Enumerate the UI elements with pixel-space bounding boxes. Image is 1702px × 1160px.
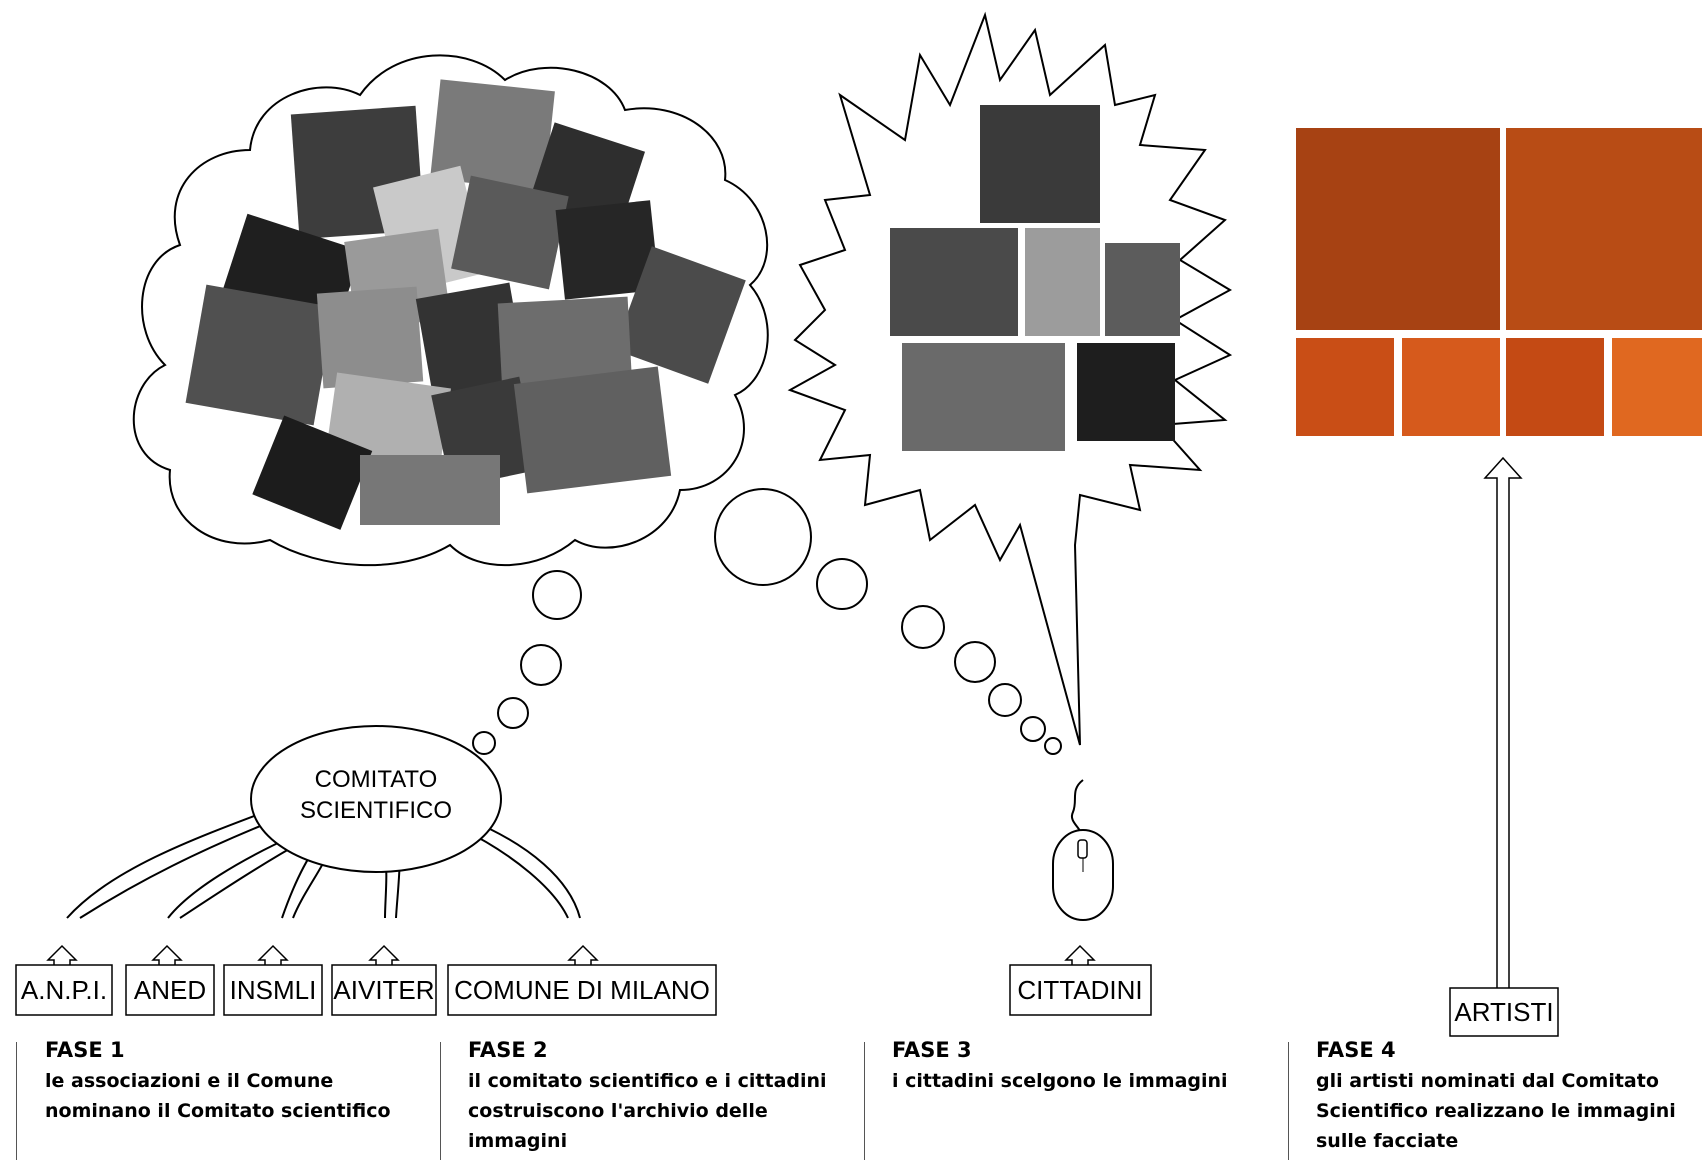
photo-collage-archive <box>185 79 746 530</box>
selected-photo <box>980 105 1100 223</box>
mouse-icon <box>1052 779 1114 921</box>
fase-3-title: FASE 3 <box>892 1038 972 1062</box>
fase-divider <box>16 1042 17 1160</box>
arrow-up-icon <box>567 944 599 965</box>
photo-selection <box>890 105 1180 451</box>
arrow-up-long-icon <box>1483 456 1523 988</box>
fase-4-title: FASE 4 <box>1316 1038 1396 1062</box>
arrows <box>46 456 1523 988</box>
fase-3-desc-line: i cittadini scelgono le immagini <box>892 1070 1228 1092</box>
arrow-up-icon <box>257 944 289 965</box>
box-artisti <box>1449 987 1559 1037</box>
fase-2: FASE 2 il comitato scientifico e i citta… <box>468 1038 868 1156</box>
fase-4-desc-line: Scientifico realizzano le immagini <box>1316 1100 1676 1122</box>
fase-2-desc-line: costruiscono l'archivio delle <box>468 1100 768 1122</box>
fase-1-desc-line: nominano il Comitato scientifico <box>45 1100 391 1122</box>
archive-photo <box>430 79 555 191</box>
selected-photo <box>1025 228 1100 336</box>
fase-divider <box>864 1042 865 1160</box>
arrow-up-icon <box>151 944 183 965</box>
selected-photo <box>890 228 1018 336</box>
mural-image <box>1296 128 1500 330</box>
arrow-up-icon <box>368 944 400 965</box>
selected-photo <box>1105 243 1180 336</box>
box-insmli <box>223 964 323 1016</box>
mural-image <box>1402 338 1500 436</box>
fase-1-title: FASE 1 <box>45 1038 125 1062</box>
box-artisti-label: ARTISTI <box>1454 997 1553 1027</box>
archive-photo <box>555 200 660 300</box>
archive-photo <box>497 296 633 394</box>
archive-photo <box>360 455 500 525</box>
label-boxes: A.N.P.I. ANED INSMLI AIVITER COMUNE DI M… <box>15 964 1559 1037</box>
selected-photo <box>902 343 1065 451</box>
comitato-label-line1: COMITATO <box>315 766 438 793</box>
comitato-label-line2: SCIENTIFICO <box>300 797 452 824</box>
archive-photo <box>614 246 746 384</box>
archive-photo <box>316 286 424 389</box>
selected-photo <box>1077 343 1175 441</box>
arrow-up-icon <box>46 944 78 965</box>
box-aiviter <box>331 964 437 1016</box>
fase-2-title: FASE 2 <box>468 1038 548 1062</box>
box-insmli-label: INSMLI <box>230 975 317 1005</box>
fase-divider <box>1288 1042 1289 1160</box>
fase-2-desc-line: immagini <box>468 1130 568 1152</box>
fase-4-desc-line: gli artisti nominati dal Comitato <box>1316 1070 1659 1092</box>
box-aned-label: ANED <box>134 975 206 1005</box>
fase-1: FASE 1 le associazioni e il Comune nomin… <box>45 1038 445 1126</box>
fase-divider <box>440 1042 441 1160</box>
fase-1-desc-line: le associazioni e il Comune <box>45 1070 334 1092</box>
facade-images <box>1296 128 1702 436</box>
box-aiviter-label: AIVITER <box>333 975 434 1005</box>
fase-4: FASE 4 gli artisti nominati dal Comitato… <box>1316 1038 1702 1156</box>
box-anpi-label: A.N.P.I. <box>21 975 107 1005</box>
archive-photo <box>513 366 672 494</box>
archive-photo <box>451 175 569 290</box>
archive-photo <box>185 284 335 426</box>
mural-image <box>1506 128 1702 330</box>
fase-3: FASE 3 i cittadini scelgono le immagini <box>892 1038 1292 1096</box>
fase-4-desc-line: sulle facciate <box>1316 1130 1459 1152</box>
arrow-up-icon <box>1064 944 1096 965</box>
comitato-bubble: COMITATO SCIENTIFICO <box>66 725 581 919</box>
mural-image <box>1612 338 1702 436</box>
fase-2-desc-line: il comitato scientifico e i cittadini <box>468 1070 827 1092</box>
box-cittadini-label: CITTADINI <box>1017 975 1142 1005</box>
mural-image <box>1506 338 1604 436</box>
box-anpi <box>15 964 113 1016</box>
mural-image <box>1296 338 1394 436</box>
box-comune <box>447 964 717 1016</box>
box-aned <box>125 964 215 1016</box>
box-comune-label: COMUNE DI MILANO <box>454 975 710 1005</box>
archive-photo <box>252 415 373 530</box>
box-cittadini <box>1009 964 1152 1016</box>
